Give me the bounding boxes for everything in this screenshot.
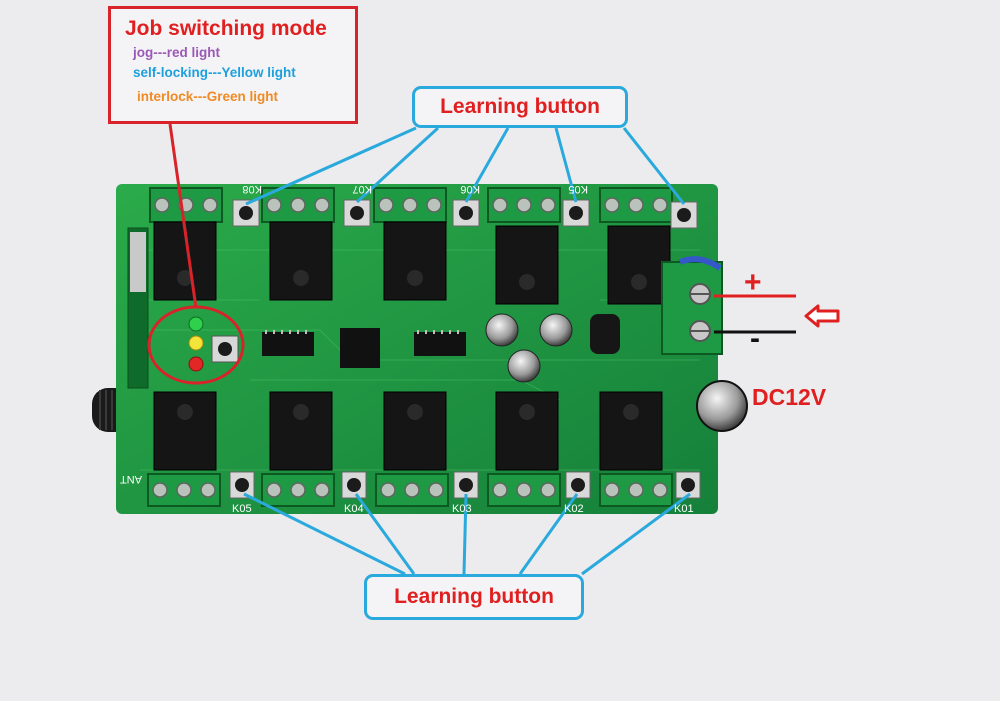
- mode-led-cluster: [188, 316, 239, 372]
- mode-pointer-line: [168, 123, 198, 309]
- power-terminal: [661, 256, 723, 355]
- antenna-label: ANT: [120, 473, 142, 485]
- voltage-label: DC12V: [752, 384, 827, 410]
- bottom-relay-label: K05: [232, 503, 252, 515]
- negative-sign: -: [750, 322, 760, 355]
- top-callout-label: Learning button: [440, 95, 600, 118]
- top-relays: [153, 221, 671, 305]
- bottom-relay-label: K04: [344, 503, 364, 515]
- top-relay-label: K08: [242, 183, 262, 195]
- top-callout-lines: [245, 126, 686, 206]
- bottom-callout-lines: [243, 492, 691, 576]
- integrated-circuits: [262, 328, 466, 368]
- interlock-mode-line: interlock---Green light: [137, 89, 279, 104]
- bottom-relay-label: K03: [452, 503, 472, 515]
- bottom-learning-button-callout: Learning button: [364, 574, 584, 620]
- bottom-relay-label: K01: [674, 503, 694, 515]
- bottom-relay-label: K02: [564, 503, 584, 515]
- power-leads: [714, 294, 796, 334]
- job-switching-mode-box: Job switching mode jog---red light self-…: [108, 6, 358, 124]
- mode-box-title: Job switching mode: [125, 17, 327, 40]
- capacitors: [485, 313, 748, 432]
- top-learning-button-callout: Learning button: [412, 86, 628, 128]
- top-relay-label: K07: [352, 183, 372, 195]
- top-learning-buttons: [232, 199, 698, 229]
- top-relay-label: K06: [460, 183, 480, 195]
- top-relay-label: K05: [568, 183, 588, 195]
- bottom-learning-buttons: [229, 471, 701, 499]
- self-locking-mode-line: self-locking---Yellow light: [133, 65, 296, 80]
- jog-mode-line: jog---red light: [133, 45, 220, 60]
- bottom-callout-label: Learning button: [394, 585, 554, 608]
- positive-sign: +: [744, 266, 762, 299]
- power-input-arrow-icon: [804, 304, 840, 328]
